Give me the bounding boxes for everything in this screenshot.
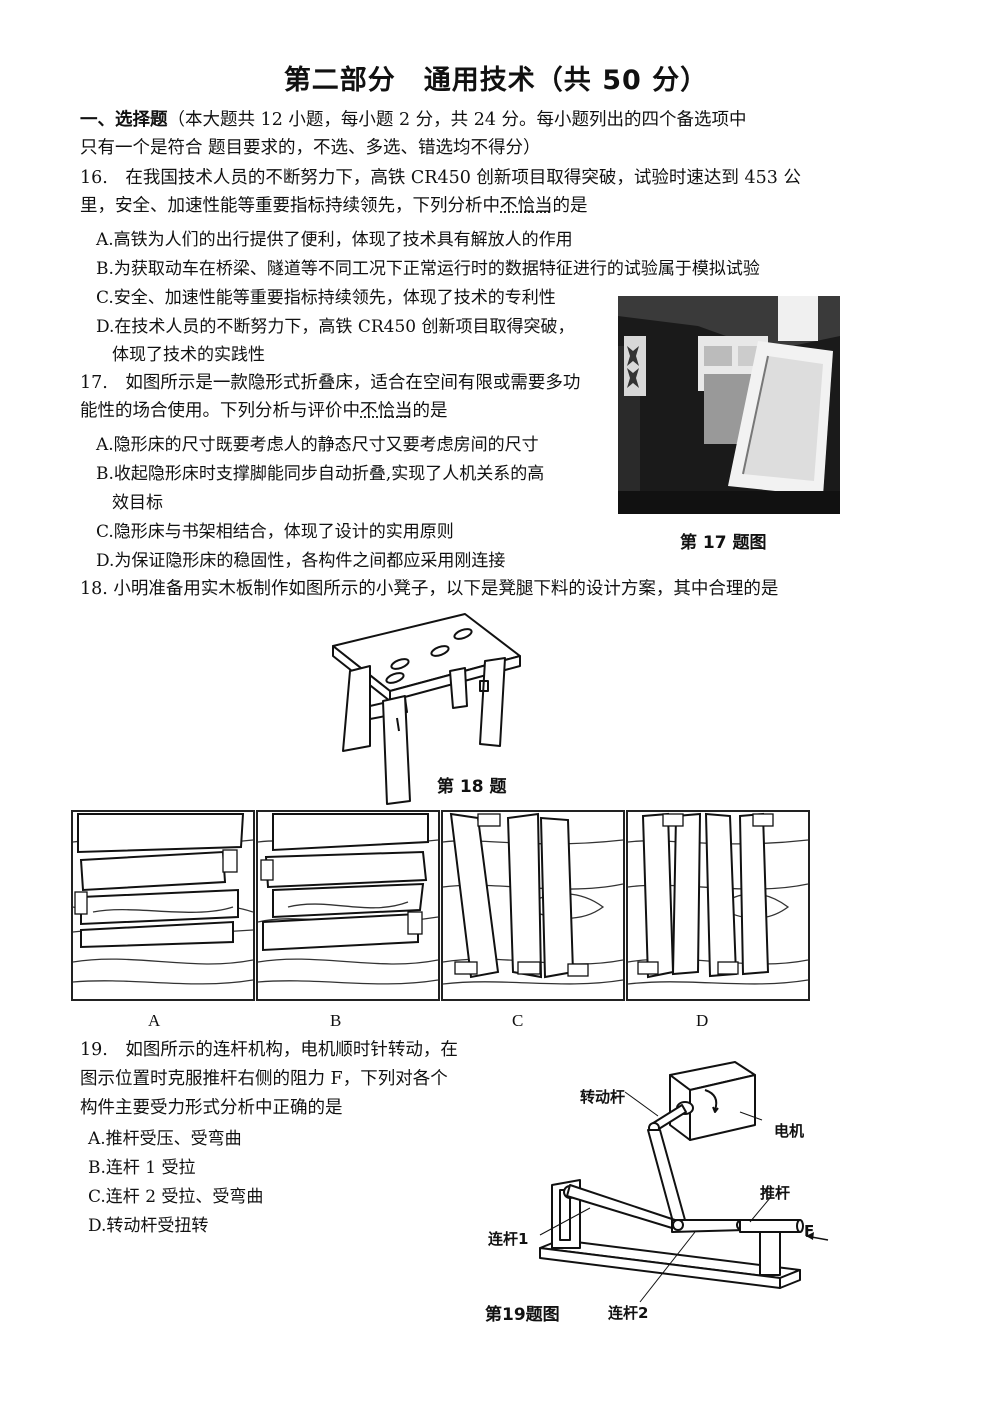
q19-label-force: F [804, 1222, 815, 1240]
section-heading: 一、选择题 [80, 110, 168, 130]
q17-caption: 第 17 题图 [680, 533, 767, 553]
q16-option-d-cont: 体现了技术的实践性 [112, 345, 265, 365]
q19-caption: 第19题图 [485, 1305, 560, 1325]
q16-option-d: D.在技术人员的不断努力下，高铁 CR450 创新项目取得突破， [96, 317, 575, 337]
q16-option-a: A.高铁为人们的出行提供了便利，体现了技术具有解放人的作用 [96, 230, 573, 250]
q17-option-a: A.隐形床的尺寸既要考虑人的静态尺寸又要考虑房间的尺寸 [96, 435, 539, 455]
q19-option-a: A.推杆受压、受弯曲 [88, 1129, 242, 1149]
q18-option-label-b: B [330, 1011, 342, 1030]
page-title: 第二部分 通用技术（共 50 分） [283, 65, 709, 96]
q17-stem-line1: 17. 如图所示是一款隐形式折叠床，适合在空间有限或需要多功 [80, 373, 581, 393]
q18-option-label-d: D [696, 1011, 709, 1030]
q16-stem-tail: 的是 [552, 196, 588, 216]
q19-option-d: D.转动杆受扭转 [88, 1216, 209, 1236]
q19-stem-line2: 图示位置时克服推杆右侧的阻力 F，下列对各个 [80, 1069, 448, 1089]
q18-option-label-c: C [512, 1011, 524, 1030]
q19-label-link2: 连杆2 [608, 1304, 649, 1322]
q18-option-label-a: A [148, 1011, 161, 1030]
q18-panel-b [256, 810, 440, 1001]
q16-stem-line2: 里，安全、加速性能等重要指标持续领先，下列分析中不恰当的是 [80, 194, 588, 218]
q17-option-d: D.为保证隐形床的稳固性，各构件之间都应采用刚连接 [96, 551, 506, 571]
q16-option-c: C.安全、加速性能等重要指标持续领先，体现了技术的专利性 [96, 288, 556, 308]
q19-stem-line1: 19. 如图所示的连杆机构，电机顺时针转动，在 [80, 1040, 458, 1060]
q17-stem-tail: 的是 [412, 401, 448, 421]
q19-linkage-drawing [530, 1050, 830, 1310]
q19-option-c: C.连杆 2 受拉、受弯曲 [88, 1187, 264, 1207]
q17-stem-text: 能性的场合使用。下列分析与评价中 [80, 401, 360, 421]
section-instr-line1: （本大题共 12 小题，每小题 2 分，共 24 分。每小题列出的四个备选项中 [167, 110, 747, 130]
q16-option-b: B.为获取动车在桥梁、隧道等不同工况下正常运行时的数据特征进行的试验属于模拟试验 [96, 259, 760, 279]
q19-label-motor: 电机 [774, 1122, 805, 1140]
q17-emphasis: 不恰当 [360, 401, 413, 421]
q17-stem-line2: 能性的场合使用。下列分析与评价中不恰当的是 [80, 399, 448, 423]
q16-emphasis: 不恰当 [500, 196, 553, 216]
q16-stem-line1: 16. 在我国技术人员的不断努力下，高铁 CR450 创新项目取得突破，试验时速… [80, 168, 801, 188]
section-instr-line2: 只有一个是符合 题目要求的，不选、多选、错选均不得分） [80, 138, 541, 158]
section-instructions: 一、选择题（本大题共 12 小题，每小题 2 分，共 24 分。每小题列出的四个… [80, 108, 747, 132]
q18-caption: 第 18 题 [437, 777, 507, 797]
q19-label-link1: 连杆1 [488, 1230, 529, 1248]
q18-panel-c [441, 810, 625, 1001]
q18-stem: 18. 小明准备用实木板制作如图所示的小凳子，以下是凳腿下料的设计方案，其中合理… [80, 579, 779, 599]
q16-stem-text: 里，安全、加速性能等重要指标持续领先，下列分析中 [80, 196, 500, 216]
q19-label-rotor: 转动杆 [580, 1088, 626, 1106]
q19-label-push: 推杆 [760, 1184, 791, 1202]
q17-option-c: C.隐形床与书架相结合，体现了设计的实用原则 [96, 522, 454, 542]
q18-panel-d [626, 810, 810, 1001]
q19-stem-line3: 构件主要受力形式分析中正确的是 [80, 1098, 343, 1118]
q17-option-b: B.收起隐形床时支撑脚能同步自动折叠,实现了人机关系的高 [96, 464, 545, 484]
q19-option-b: B.连杆 1 受拉 [88, 1158, 196, 1178]
q18-stool-drawing [325, 606, 525, 806]
q18-panel-a [71, 810, 255, 1001]
q17-option-b-cont: 效目标 [112, 493, 163, 513]
q17-bed-photo [618, 296, 840, 514]
